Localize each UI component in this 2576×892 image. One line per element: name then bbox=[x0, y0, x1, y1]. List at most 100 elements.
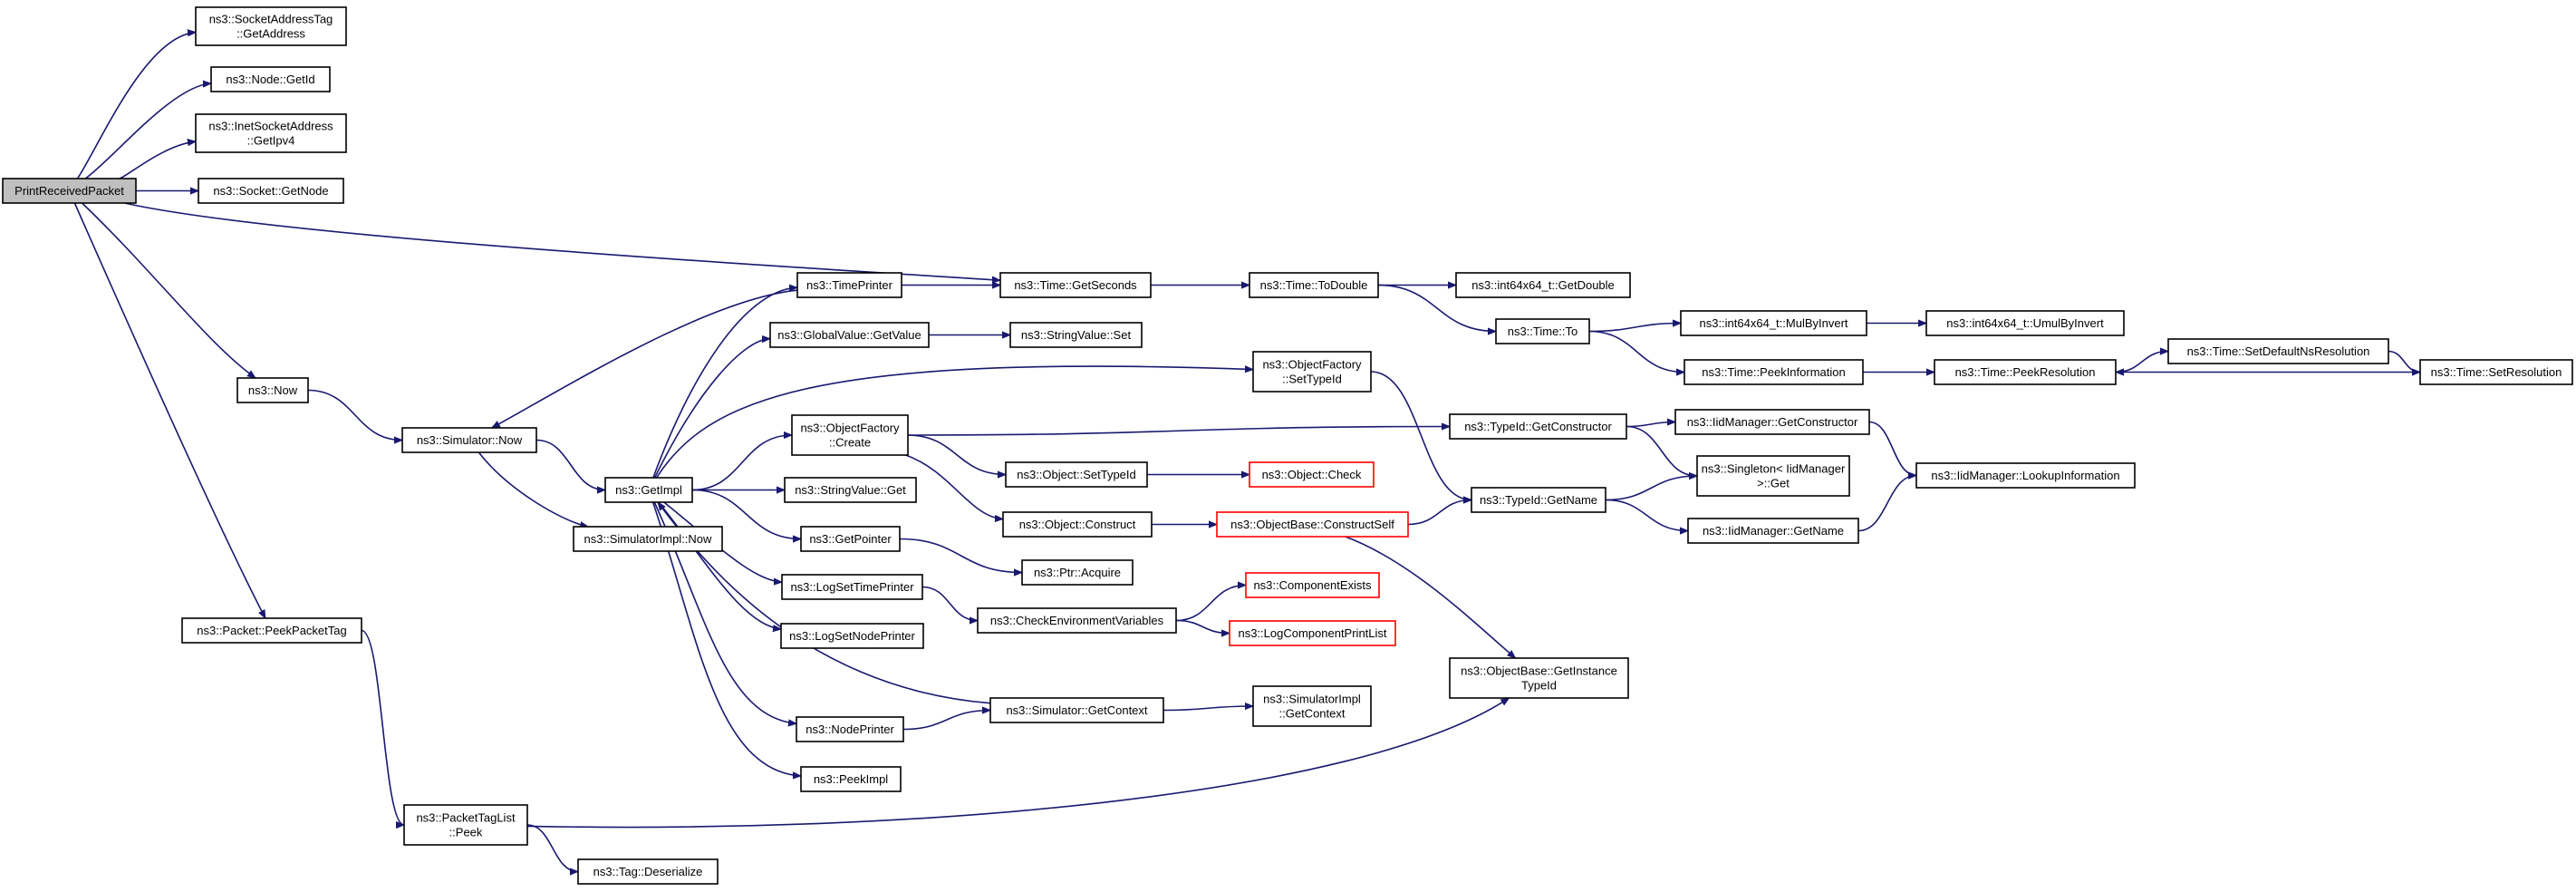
node-TimePrinter[interactable]: ns3::TimePrinter bbox=[796, 272, 902, 298]
node-box[interactable] bbox=[210, 66, 331, 92]
node-PacketTagListPeek[interactable]: ns3::PacketTagList::Peek bbox=[403, 804, 528, 846]
node-Int64GetDouble[interactable]: ns3::int64x64_t::GetDouble bbox=[1455, 272, 1631, 298]
node-InetSocketAddressGetIpv4[interactable]: ns3::InetSocketAddress::GetIpv4 bbox=[195, 113, 347, 153]
node-SingletonGet[interactable]: ns3::Singleton< IidManager >::Get bbox=[1696, 455, 1850, 497]
node-SimulatorNow[interactable]: ns3::Simulator::Now bbox=[401, 427, 537, 453]
node-box[interactable] bbox=[1216, 511, 1409, 538]
node-box[interactable] bbox=[1249, 461, 1375, 488]
node-CheckEnvironmentVariables[interactable]: ns3::CheckEnvironmentVariables bbox=[977, 607, 1177, 634]
node-NodePrinter[interactable]: ns3::NodePrinter bbox=[796, 716, 904, 742]
node-box[interactable] bbox=[1471, 487, 1606, 513]
node-TimeGetSeconds[interactable]: ns3::Time::GetSeconds bbox=[999, 272, 1152, 298]
node-ObjectBaseConstructSelf[interactable]: ns3::ObjectBase::ConstructSelf bbox=[1216, 511, 1409, 538]
node-box[interactable] bbox=[999, 272, 1152, 298]
node-TypeIdGetName[interactable]: ns3::TypeId::GetName bbox=[1471, 487, 1606, 513]
node-ObjectSetTypeId[interactable]: ns3::Object::SetTypeId bbox=[1005, 461, 1148, 488]
node-box[interactable] bbox=[2, 178, 137, 204]
node-box[interactable] bbox=[195, 113, 347, 153]
node-box[interactable] bbox=[195, 6, 347, 46]
node-GlobalValueGetValue[interactable]: ns3::GlobalValue::GetValue bbox=[769, 322, 930, 348]
node-IidManagerGetConstructor[interactable]: ns3::IidManager::GetConstructor bbox=[1674, 409, 1870, 435]
node-LogSetNodePrinter[interactable]: ns3::LogSetNodePrinter bbox=[780, 623, 924, 649]
node-box[interactable] bbox=[1455, 272, 1631, 298]
node-StringValueSet[interactable]: ns3::StringValue::Set bbox=[1009, 322, 1143, 348]
node-box[interactable] bbox=[573, 526, 723, 552]
node-IidManagerLookupInformation[interactable]: ns3::IidManager::LookupInformation bbox=[1915, 462, 2136, 489]
node-box[interactable] bbox=[796, 716, 904, 742]
node-box[interactable] bbox=[1449, 413, 1627, 440]
node-PeekImpl[interactable]: ns3::PeekImpl bbox=[800, 766, 902, 792]
node-box[interactable] bbox=[769, 322, 930, 348]
node-Int64MulByInvert[interactable]: ns3::int64x64_t::MulByInvert bbox=[1680, 310, 1867, 336]
node-box[interactable] bbox=[1495, 318, 1590, 344]
node-box[interactable] bbox=[800, 526, 901, 552]
node-GetImpl[interactable]: ns3::GetImpl bbox=[604, 477, 693, 503]
node-box[interactable] bbox=[1696, 455, 1850, 497]
node-TimeSetResolution[interactable]: ns3::Time::SetResolution bbox=[2419, 359, 2573, 385]
node-box[interactable] bbox=[780, 623, 924, 649]
node-box[interactable] bbox=[2419, 359, 2573, 385]
node-box[interactable] bbox=[1009, 322, 1143, 348]
node-GetPointer[interactable]: ns3::GetPointer bbox=[800, 526, 901, 552]
node-box[interactable] bbox=[1005, 461, 1148, 488]
node-ObjectCheck[interactable]: ns3::Object::Check bbox=[1249, 461, 1375, 488]
node-box[interactable] bbox=[1684, 359, 1864, 385]
node-box[interactable] bbox=[1002, 511, 1153, 538]
node-SimulatorGetContext[interactable]: ns3::Simulator::GetContext bbox=[989, 697, 1164, 723]
node-box[interactable] bbox=[1674, 409, 1870, 435]
node-box[interactable] bbox=[1449, 657, 1629, 699]
node-ObjectConstruct[interactable]: ns3::Object::Construct bbox=[1002, 511, 1153, 538]
node-TimePeekInformation[interactable]: ns3::Time::PeekInformation bbox=[1684, 359, 1864, 385]
node-TimeSetDefaultNsResolution[interactable]: ns3::Time::SetDefaultNsResolution bbox=[2167, 338, 2389, 364]
node-TypeIdGetConstructor[interactable]: ns3::TypeId::GetConstructor bbox=[1449, 413, 1627, 440]
node-box[interactable] bbox=[1252, 685, 1372, 727]
node-TimeToDouble[interactable]: ns3::Time::ToDouble bbox=[1249, 272, 1379, 298]
node-Now[interactable]: ns3::Now bbox=[236, 377, 309, 403]
node-TimePeekResolution[interactable]: ns3::Time::PeekResolution bbox=[1934, 359, 2117, 385]
node-box[interactable] bbox=[1245, 572, 1380, 598]
node-SimulatorImplGetContext[interactable]: ns3::SimulatorImpl::GetContext bbox=[1252, 685, 1372, 727]
node-box[interactable] bbox=[989, 697, 1164, 723]
node-TagDeserialize[interactable]: ns3::Tag::Deserialize bbox=[577, 858, 719, 885]
node-StringValueGet[interactable]: ns3::StringValue::Get bbox=[784, 477, 917, 503]
node-box[interactable] bbox=[781, 574, 923, 600]
node-box[interactable] bbox=[1229, 620, 1396, 646]
node-NodeGetId[interactable]: ns3::Node::GetId bbox=[210, 66, 331, 92]
node-box[interactable] bbox=[236, 377, 309, 403]
node-box[interactable] bbox=[403, 804, 528, 846]
node-PrintReceivedPacket[interactable]: PrintReceivedPacket bbox=[2, 178, 137, 204]
node-Int64UmulByInvert[interactable]: ns3::int64x64_t::UmulByInvert bbox=[1925, 310, 2125, 336]
node-ComponentExists[interactable]: ns3::ComponentExists bbox=[1245, 572, 1380, 598]
node-box[interactable] bbox=[1249, 272, 1379, 298]
node-box[interactable] bbox=[181, 617, 362, 644]
node-box[interactable] bbox=[800, 766, 902, 792]
node-ObjectFactoryCreate[interactable]: ns3::ObjectFactory::Create bbox=[791, 414, 909, 456]
node-IidManagerGetName[interactable]: ns3::IidManager::GetName bbox=[1687, 518, 1859, 544]
node-PacketPeekPacketTag[interactable]: ns3::Packet::PeekPacketTag bbox=[181, 617, 362, 644]
node-LogComponentPrintList[interactable]: ns3::LogComponentPrintList bbox=[1229, 620, 1396, 646]
node-box[interactable] bbox=[1934, 359, 2117, 385]
node-SocketGetNode[interactable]: ns3::Socket::GetNode bbox=[198, 178, 344, 204]
node-box[interactable] bbox=[796, 272, 902, 298]
node-SimulatorImplNow[interactable]: ns3::SimulatorImpl::Now bbox=[573, 526, 723, 552]
node-LogSetTimePrinter[interactable]: ns3::LogSetTimePrinter bbox=[781, 574, 923, 600]
node-box[interactable] bbox=[1687, 518, 1859, 544]
node-TimeTo[interactable]: ns3::Time::To bbox=[1495, 318, 1590, 344]
node-box[interactable] bbox=[791, 414, 909, 456]
node-PtrAcquire[interactable]: ns3::Ptr::Acquire bbox=[1021, 559, 1134, 586]
node-SocketAddressTagGetAddress[interactable]: ns3::SocketAddressTag::GetAddress bbox=[195, 6, 347, 46]
node-box[interactable] bbox=[401, 427, 537, 453]
node-box[interactable] bbox=[1021, 559, 1134, 586]
node-box[interactable] bbox=[784, 477, 917, 503]
node-box[interactable] bbox=[1680, 310, 1867, 336]
node-box[interactable] bbox=[604, 477, 693, 503]
node-box[interactable] bbox=[577, 858, 719, 885]
node-box[interactable] bbox=[1252, 351, 1372, 393]
node-box[interactable] bbox=[977, 607, 1177, 634]
node-box[interactable] bbox=[2167, 338, 2389, 364]
node-box[interactable] bbox=[1925, 310, 2125, 336]
node-box[interactable] bbox=[1915, 462, 2136, 489]
node-ObjectFactorySetTypeId[interactable]: ns3::ObjectFactory::SetTypeId bbox=[1252, 351, 1372, 393]
node-box[interactable] bbox=[198, 178, 344, 204]
